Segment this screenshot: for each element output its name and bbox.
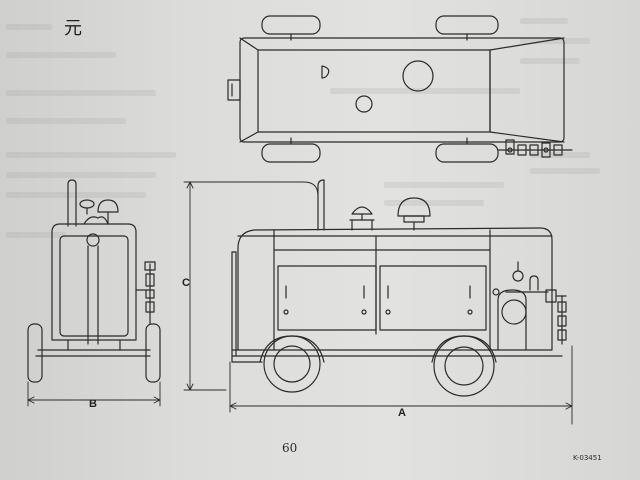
rear-view-exhaust-stack	[67, 179, 77, 227]
rear-view-body	[51, 223, 137, 341]
side-view	[189, 179, 567, 397]
top-view-towbar	[227, 79, 241, 101]
side-view-receiver	[497, 289, 527, 351]
rear-view-air-filter	[97, 199, 119, 213]
top-view-air-filter	[402, 60, 434, 92]
figure-code: K-03451	[573, 454, 602, 462]
page-number: 60	[282, 441, 298, 455]
dimension-label-b: B	[89, 398, 97, 410]
top-view	[227, 15, 573, 163]
page-heading: 元	[64, 18, 82, 39]
top-view-fuel-cap	[321, 65, 330, 79]
top-view-wheel	[261, 143, 321, 163]
top-view-wheel	[435, 143, 499, 163]
rear-view	[27, 179, 161, 383]
side-view-wheel-front	[259, 335, 325, 393]
dimension-label-c: C	[182, 277, 190, 289]
side-view-door-right	[379, 265, 487, 331]
dimension-label-a: A	[398, 407, 406, 419]
side-view-exhaust-stack	[317, 179, 325, 231]
rear-view-wheel-left	[27, 323, 43, 383]
rear-view-valve	[135, 261, 156, 325]
side-view-enclosure	[237, 227, 553, 351]
rear-view-wheel-right	[145, 323, 161, 383]
top-view-wheel	[435, 15, 499, 35]
side-view-wheel-rear	[431, 335, 497, 397]
dimension-lines	[27, 181, 573, 425]
rear-view-gauge	[86, 233, 100, 247]
top-view-inner-panel	[257, 49, 491, 133]
side-view-towbar	[231, 251, 263, 363]
side-view-valve-cluster	[492, 261, 567, 345]
side-view-cap	[351, 206, 373, 215]
top-view-exhaust	[355, 95, 373, 113]
top-view-wheel	[261, 15, 321, 35]
top-view-body	[239, 37, 565, 143]
side-view-air-filter	[397, 197, 431, 217]
top-view-valve-manifold	[497, 139, 573, 158]
side-view-door-left	[277, 265, 377, 331]
